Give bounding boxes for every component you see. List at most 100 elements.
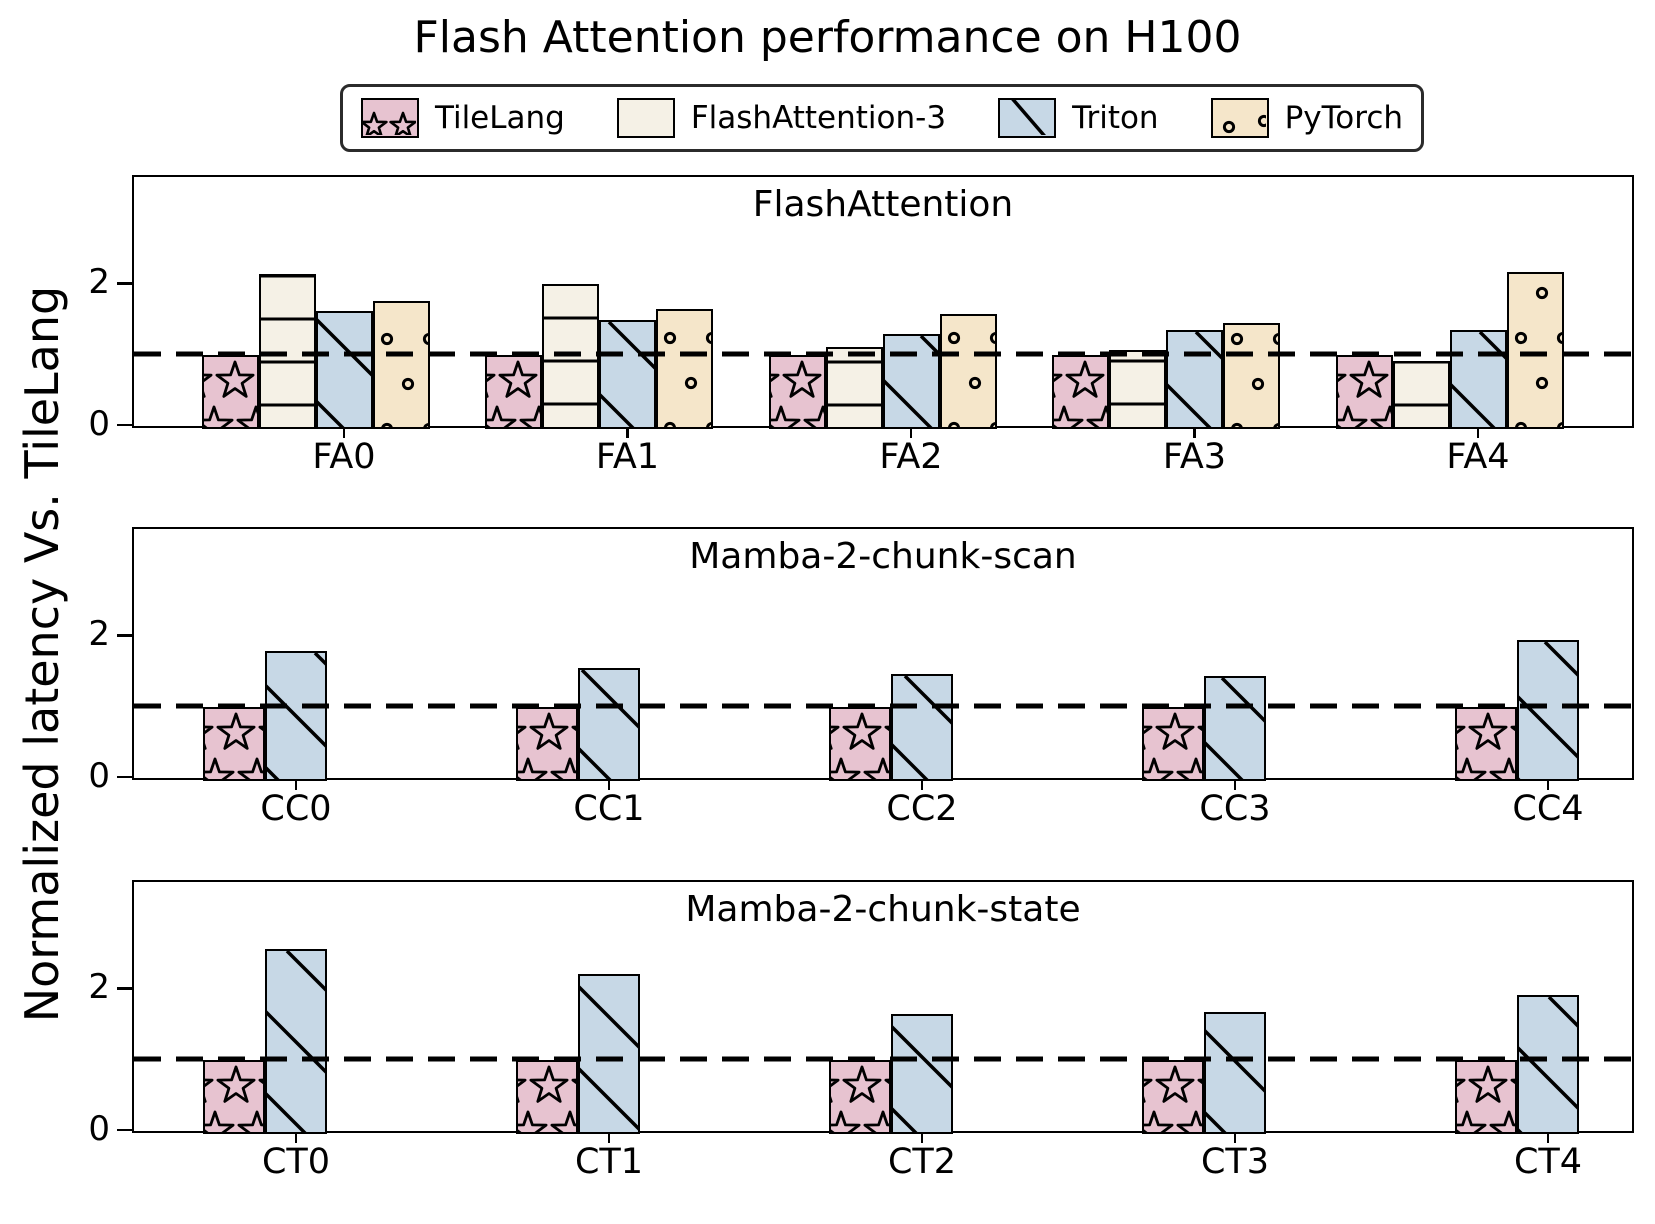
- bar-flashattention-3-fa2: [825, 346, 883, 429]
- x-tick-label: FA0: [312, 437, 376, 477]
- legend-item-pytorch: PyTorch: [1210, 98, 1404, 138]
- x-tick-mark: [1233, 1129, 1237, 1143]
- y-tick-mark: [117, 775, 132, 779]
- bar-tilelang-fa4: [1335, 355, 1393, 429]
- diag-hatch-pattern: [267, 652, 325, 779]
- x-tick-mark: [1476, 424, 1480, 438]
- bar-flashattention-3-fa3: [1109, 350, 1166, 429]
- bar-tilelang-ct2: [829, 1060, 891, 1134]
- x-tick-mark: [1233, 776, 1237, 790]
- figure-title: Flash Attention performance on H100: [413, 12, 1242, 63]
- legend-swatch-tilelang: [360, 98, 419, 138]
- diag-hatch-pattern: [1168, 331, 1221, 427]
- bar-triton-fa3: [1166, 329, 1223, 429]
- diag-hatch-pattern: [580, 670, 638, 779]
- legend-swatch-triton: [998, 98, 1057, 138]
- bar-triton-cc1: [578, 668, 640, 781]
- circles-hatch-pattern: [1222, 114, 1267, 134]
- diag-hatch-pattern: [601, 321, 654, 427]
- x-tick-mark: [920, 776, 924, 790]
- diag-hatch-pattern: [1451, 331, 1505, 427]
- bar-tilelang-cc2: [829, 707, 891, 781]
- bar-triton-cc4: [1517, 639, 1579, 781]
- hlines-hatch-pattern: [260, 275, 314, 407]
- x-tick-mark: [920, 1129, 924, 1143]
- reference-line: [134, 351, 1631, 357]
- bar-triton-cc3: [1204, 676, 1266, 781]
- legend-label: Triton: [1072, 99, 1159, 136]
- bar-tilelang-cc1: [516, 707, 578, 781]
- x-tick-label: CC4: [1512, 789, 1584, 829]
- legend-item-triton: Triton: [998, 98, 1159, 138]
- x-tick-mark: [607, 776, 611, 790]
- x-tick-label: CT1: [574, 1142, 644, 1182]
- star-hatch-pattern: [205, 712, 263, 779]
- star-hatch-pattern: [831, 712, 889, 779]
- star-hatch-pattern: [1144, 1065, 1202, 1132]
- bar-tilelang-fa2: [768, 355, 826, 429]
- bar-pytorch-fa3: [1223, 322, 1280, 429]
- legend-box: TileLang FlashAttention-3 Triton PyTorch: [339, 84, 1425, 152]
- star-hatch-pattern: [1054, 360, 1107, 427]
- bar-triton-ct1: [578, 973, 640, 1134]
- circles-hatch-pattern: [947, 331, 995, 427]
- diag-hatch-pattern: [893, 675, 951, 779]
- diag-hatch-pattern: [267, 950, 325, 1132]
- bar-tilelang-cc4: [1455, 707, 1517, 781]
- bar-tilelang-ct3: [1142, 1060, 1204, 1134]
- circles-hatch-pattern: [1230, 332, 1278, 427]
- y-tick-mark: [117, 634, 132, 637]
- x-tick-label: FA4: [1446, 437, 1510, 477]
- bar-tilelang-ct0: [203, 1060, 265, 1134]
- star-hatch-pattern: [205, 1065, 263, 1132]
- subplot-title: Mamba-2-chunk-scan: [689, 536, 1077, 577]
- x-tick-label: CC3: [1199, 789, 1271, 829]
- star-hatch-pattern: [362, 111, 417, 136]
- diag-hatch-pattern: [893, 1025, 951, 1132]
- y-tick-label: 0: [88, 756, 110, 796]
- x-tick-label: FA3: [1162, 437, 1227, 477]
- bar-triton-cc2: [891, 673, 953, 781]
- hlines-hatch-pattern: [827, 360, 881, 407]
- x-tick-label: CC0: [260, 789, 332, 829]
- bar-tilelang-ct1: [516, 1060, 578, 1134]
- bar-flashattention-3-fa4: [1392, 360, 1450, 429]
- subplot-title: FlashAttention: [752, 184, 1014, 225]
- star-hatch-pattern: [518, 1065, 576, 1132]
- hlines-hatch-pattern: [1394, 362, 1448, 407]
- star-hatch-pattern: [518, 712, 576, 779]
- bar-tilelang-cc3: [1142, 707, 1204, 781]
- diag-hatch-pattern: [317, 318, 371, 427]
- star-hatch-pattern: [831, 1065, 889, 1132]
- x-tick-mark: [909, 424, 913, 438]
- diag-hatch-pattern: [1519, 641, 1577, 779]
- legend-label: TileLang: [434, 99, 565, 136]
- x-tick-mark: [607, 1129, 611, 1143]
- diag-hatch-pattern: [580, 985, 638, 1131]
- circles-hatch-pattern: [1514, 287, 1562, 427]
- subplot-title: Mamba-2-chunk-state: [685, 889, 1081, 930]
- x-tick-mark: [1546, 1129, 1550, 1143]
- bar-tilelang-fa1: [485, 355, 542, 429]
- reference-line: [134, 703, 1631, 709]
- y-tick-label: 0: [88, 1109, 110, 1149]
- hlines-hatch-pattern: [619, 100, 672, 135]
- y-tick-mark: [117, 423, 132, 427]
- circles-hatch-pattern: [380, 332, 428, 427]
- legend-label: PyTorch: [1284, 99, 1404, 136]
- bar-tilelang-fa3: [1052, 355, 1109, 429]
- bar-tilelang-ct4: [1455, 1060, 1517, 1134]
- legend-label: FlashAttention-3: [690, 99, 947, 136]
- bar-flashattention-3-fa0: [258, 273, 316, 429]
- bar-triton-ct4: [1517, 995, 1579, 1134]
- x-tick-mark: [1546, 776, 1550, 790]
- hlines-hatch-pattern: [544, 316, 597, 406]
- y-axis-label: Normalized latency Vs. TileLang: [15, 285, 69, 1023]
- bar-tilelang-cc0: [203, 707, 265, 781]
- star-hatch-pattern: [770, 360, 824, 427]
- legend-swatch-pytorch: [1210, 98, 1269, 138]
- circles-hatch-pattern: [663, 332, 711, 427]
